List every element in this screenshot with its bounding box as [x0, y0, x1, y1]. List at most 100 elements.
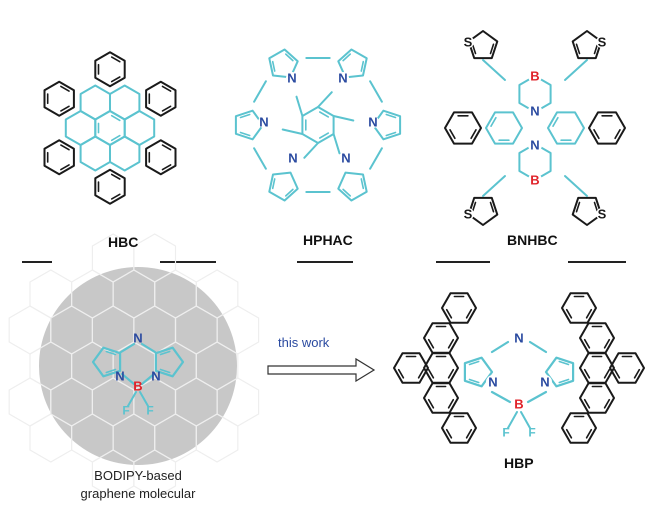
double-bond [239, 113, 251, 119]
double-bond [445, 308, 453, 319]
hphac-link [281, 128, 304, 135]
atom-mask [462, 208, 474, 220]
double-bond [318, 132, 330, 139]
hphac-pyrrole-ring [234, 109, 264, 141]
atom-n: N [133, 331, 142, 346]
double-bond [552, 116, 559, 127]
bnhbc-link [564, 59, 588, 81]
hbc-structure [43, 51, 177, 205]
bodipy-link [119, 342, 136, 354]
atom-mask [462, 36, 474, 48]
double-bond [110, 114, 121, 122]
atom-n: N [530, 104, 539, 119]
double-bond [342, 188, 352, 197]
hphac-pyrrole-ring [268, 171, 299, 202]
hphac-link [295, 95, 304, 117]
double-bond [161, 105, 172, 112]
double-bond [468, 378, 480, 384]
double-bond [449, 129, 456, 140]
atom-n: N [259, 115, 268, 130]
atom-mask [286, 72, 298, 84]
atom-mask [538, 375, 552, 389]
double-bond [284, 188, 294, 197]
bnhbc-benzo-ring [444, 111, 482, 145]
hbc-outer-ring [94, 51, 126, 88]
double-bond [60, 164, 70, 171]
double-bond [427, 338, 435, 349]
double-bond [318, 111, 330, 118]
honeycomb-lattice [8, 233, 260, 499]
bf-bond [520, 411, 531, 429]
atom-mask [367, 116, 379, 128]
double-bond [110, 173, 121, 180]
atom-mask [340, 152, 352, 164]
double-bond [489, 43, 495, 55]
atom-n: N [151, 369, 160, 384]
hbp-ring [561, 412, 597, 444]
atom-b: B [530, 69, 539, 84]
double-bond [471, 201, 477, 213]
double-bond [60, 144, 70, 151]
bf-bond [507, 411, 518, 429]
hphac-pyrrole-ring [337, 171, 368, 202]
hbp-ring [609, 352, 645, 384]
atom-mask [287, 152, 299, 164]
double-bond [360, 60, 365, 72]
hphac-link [317, 91, 333, 108]
graphene-sphere [8, 233, 260, 499]
hbp-ring [579, 382, 615, 414]
hbp-ring [561, 292, 597, 324]
hbp-pyrrole [544, 356, 575, 388]
atom-s: S [598, 35, 607, 50]
hbp-ring [441, 412, 477, 444]
bodipy-pyrrole [154, 346, 185, 378]
atom-mask [528, 69, 542, 83]
hbp-ring [393, 352, 429, 384]
atom-f: F [122, 403, 129, 417]
lattice-cell [195, 413, 239, 463]
atom-mask [512, 331, 526, 345]
atom-b: B [133, 379, 142, 394]
atom-n: N [530, 138, 539, 153]
atom-n: N [540, 375, 549, 390]
bf-bond [127, 391, 137, 407]
hbp-link [528, 340, 548, 354]
hphac-label: HPHAC [303, 232, 353, 248]
atom-n: N [288, 151, 297, 166]
double-bond [397, 368, 405, 379]
lattice-cell [133, 449, 177, 499]
bnhbc-ring [485, 111, 523, 145]
arrow-label: this work [278, 335, 330, 350]
double-bond [385, 131, 397, 137]
atom-n: N [368, 115, 377, 130]
double-bond [161, 144, 172, 151]
double-bond [603, 368, 611, 379]
double-bond [239, 131, 251, 137]
double-bond [585, 308, 593, 319]
double-bond [593, 129, 600, 140]
hbc-outer-ring [43, 80, 75, 117]
bnhbc-link [482, 175, 506, 197]
hbp-ring [579, 322, 615, 354]
hphac-link [303, 142, 319, 159]
hbc-outer-ring [145, 80, 177, 117]
double-bond [271, 60, 276, 72]
double-bond [583, 368, 591, 379]
hphac-pyrrole-link [253, 80, 267, 103]
double-bond [284, 53, 294, 62]
atom-mask [486, 375, 500, 389]
bodipy-link [140, 342, 157, 354]
double-bond [575, 201, 581, 213]
bnhbc-label: BNHBC [507, 232, 558, 248]
atom-f: F [502, 425, 509, 439]
hbc-outer-ring [43, 139, 75, 176]
hbp-link [490, 340, 510, 354]
atom-n: N [514, 331, 523, 346]
double-bond [427, 398, 435, 409]
hbc-outer-ring [94, 168, 126, 205]
bnhbc-link [482, 59, 506, 81]
double-bond [575, 43, 581, 55]
